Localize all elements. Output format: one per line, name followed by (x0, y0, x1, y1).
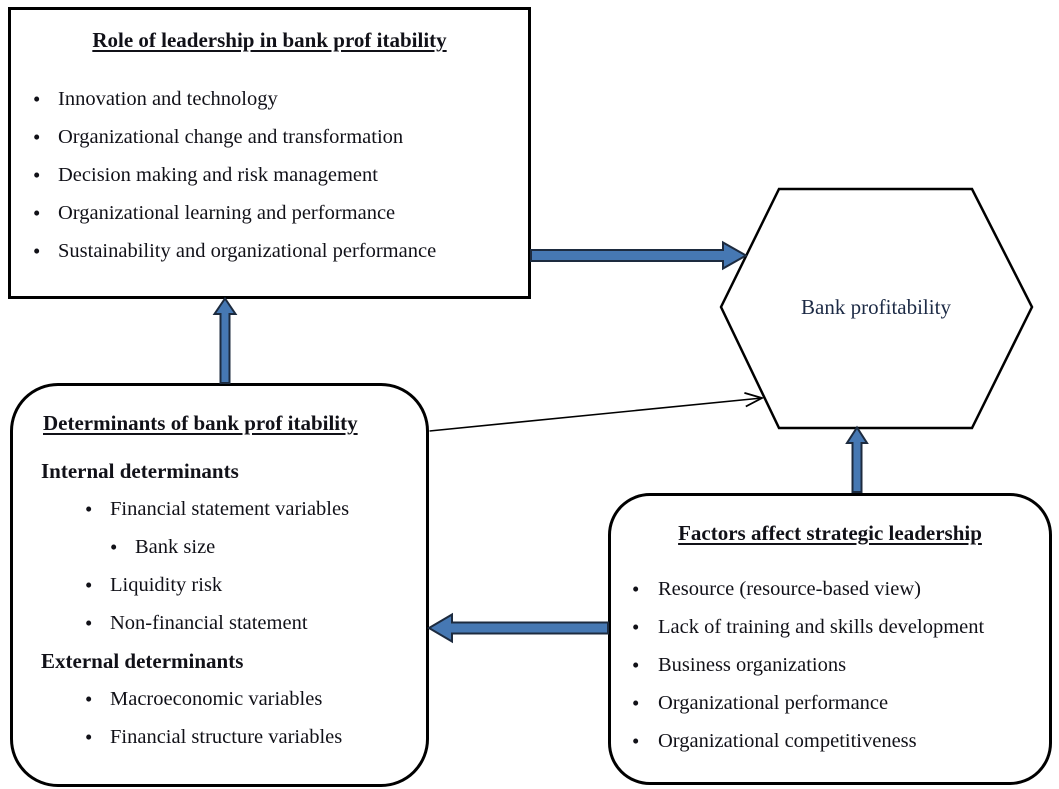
bullet-icon: • (85, 572, 93, 597)
list-item-label: Macroeconomic variables (110, 687, 323, 710)
list-item-label: Liquidity risk (110, 573, 223, 596)
bullet-icon: • (85, 496, 93, 521)
list-item: • Decision making and risk management (11, 156, 528, 194)
list-item: • Resource (resource-based view) (611, 570, 1049, 608)
list-item-label: Non-financial statement (110, 611, 308, 634)
bullet-icon: • (632, 576, 640, 601)
list-item-label: Organizational learning and performance (58, 201, 396, 224)
list-item: • Liquidity risk (13, 566, 426, 604)
arrow-role-to-profitability (530, 240, 749, 271)
list-item-label: Financial structure variables (110, 725, 343, 748)
role-box-title: Role of leadership in bank prof itabilit… (92, 28, 447, 52)
list-item-label: Innovation and technology (58, 87, 278, 110)
factors-box: Factors affect strategic leadership • Re… (608, 493, 1052, 785)
list-item-label: Organizational competitiveness (658, 729, 917, 752)
list-item: • Innovation and technology (11, 80, 528, 118)
bullet-icon: • (33, 124, 41, 149)
determinants-box: Determinants of bank prof itability Inte… (10, 383, 429, 787)
list-item: • Financial structure variables (13, 718, 426, 756)
list-item-label: Organizational performance (658, 691, 889, 714)
list-item: • Organizational performance (611, 684, 1049, 722)
role-of-leadership-box: Role of leadership in bank prof itabilit… (8, 7, 531, 299)
bullet-icon: • (33, 86, 41, 111)
list-item-label: Business organizations (658, 653, 847, 676)
bullet-icon: • (85, 686, 93, 711)
list-item: • Non-financial statement (13, 604, 426, 642)
arrow-determinants-to-role (212, 296, 238, 384)
section-heading: External determinants (41, 648, 244, 673)
list-item-label: Sustainability and organizational perfor… (58, 239, 437, 262)
list-item: • Organizational competitiveness (611, 722, 1049, 760)
bullet-icon: • (110, 534, 118, 559)
determinants-box-title: Determinants of bank prof itability (43, 411, 358, 435)
hexagon-label: Bank profitability (801, 295, 951, 319)
factors-box-list: • Resource (resource-based view) • Lack … (611, 570, 1049, 760)
arrow-determinants-to-profitability-line (429, 397, 763, 432)
list-item-label: Lack of training and skills development (658, 615, 985, 638)
list-item: • Lack of training and skills developmen… (611, 608, 1049, 646)
list-item-label: Organizational change and transformation (58, 125, 404, 148)
bullet-icon: • (85, 724, 93, 749)
list-item: • Organizational change and transformati… (11, 118, 528, 156)
role-box-list: • Innovation and technology • Organizati… (11, 80, 528, 270)
list-item: • Financial statement variables (13, 490, 426, 528)
list-item-label: Financial statement variables (110, 497, 350, 520)
bullet-icon: • (632, 614, 640, 639)
bullet-icon: • (33, 162, 41, 187)
list-item: • Organizational learning and performanc… (11, 194, 528, 232)
bullet-icon: • (85, 610, 93, 635)
bullet-icon: • (632, 652, 640, 677)
list-item-label: Resource (resource-based view) (658, 577, 921, 600)
list-item: • Sustainability and organizational perf… (11, 232, 528, 270)
arrow-factors-to-determinants (427, 612, 609, 644)
section-heading: Internal determinants (41, 458, 239, 483)
list-item-label: Bank size (135, 535, 216, 558)
factors-box-title: Factors affect strategic leadership (678, 521, 982, 545)
arrow-determinants-to-profitability-head (744, 392, 765, 408)
list-item: • Macroeconomic variables (13, 680, 426, 718)
arrow-factors-to-profitability (845, 425, 869, 493)
bullet-icon: • (33, 200, 41, 225)
list-item: • Business organizations (611, 646, 1049, 684)
list-item: • Bank size (13, 528, 426, 566)
bullet-icon: • (632, 690, 640, 715)
list-item-label: Decision making and risk management (58, 163, 378, 186)
determinants-box-list: Internal determinants • Financial statem… (13, 452, 426, 756)
bullet-icon: • (33, 238, 41, 263)
bullet-icon: • (632, 728, 640, 753)
